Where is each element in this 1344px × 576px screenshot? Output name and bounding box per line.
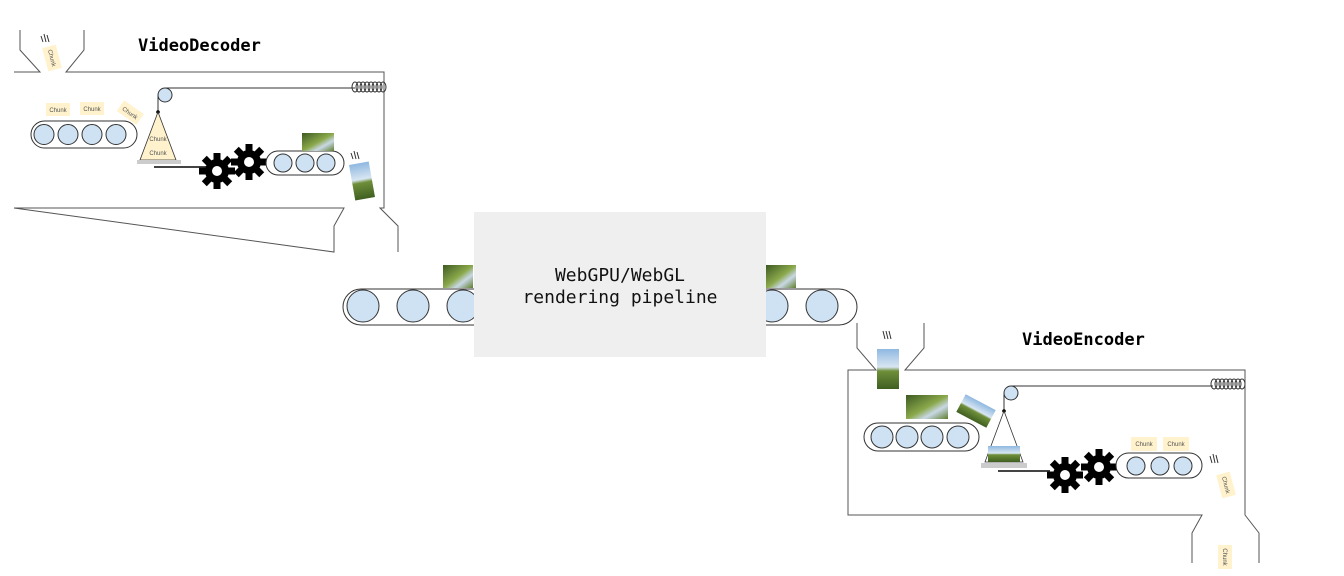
chunk-label: Chunk [149, 151, 167, 157]
chunk-label: Chunk [83, 107, 101, 113]
belt-roller [870, 425, 894, 449]
decoder-title: VideoDecoder [138, 36, 261, 56]
belt-roller [805, 289, 839, 323]
belt-roller [81, 124, 103, 145]
gear-icon [1047, 457, 1083, 493]
chunk-label: Chunk [1221, 548, 1227, 566]
belt-roller [946, 425, 970, 449]
gear-icon [1081, 449, 1117, 485]
chunk-label: Chunk [49, 108, 67, 114]
decoder-housing [13, 30, 399, 253]
falling-chunk-card: Chunk [1216, 471, 1236, 499]
belt-roller [1150, 456, 1170, 476]
video-frame-thumbnail [766, 265, 796, 288]
belt-roller [346, 289, 380, 323]
video-frame-thumbnail [302, 133, 334, 151]
belt-roller [396, 289, 430, 323]
motion-lines [882, 330, 892, 340]
belt-roller [105, 124, 127, 145]
output-chunk-card: Chunk [1218, 545, 1232, 569]
chunk-label: Chunk [149, 137, 167, 143]
video-encoder-machine: VideoEncoder [847, 323, 1260, 569]
belt-chunk-card: Chunk [80, 102, 104, 115]
belt-roller [57, 124, 79, 145]
belt-roller [1173, 456, 1193, 476]
video-frame-thumbnail [349, 161, 375, 201]
pipeline-label-line1: WebGPU/WebGL [555, 265, 685, 286]
belt-roller [1126, 456, 1146, 476]
chunk-label: Chunk [46, 49, 57, 68]
chunk-label: Chunk [1220, 476, 1231, 495]
video-frame-thumbnail [956, 394, 996, 428]
chunk-label: Chunk [1135, 442, 1153, 448]
belt-chunk-card: Chunk [46, 103, 70, 116]
belt-roller [316, 153, 336, 173]
video-frame-thumbnail [988, 446, 1020, 462]
pulley-wheel [157, 87, 173, 103]
belt-roller [33, 124, 55, 145]
video-frame-thumbnail [877, 349, 899, 389]
encoder-title: VideoEncoder [1022, 330, 1145, 350]
belt-roller [295, 153, 315, 173]
video-frame-thumbnail [443, 265, 473, 288]
belt-roller [273, 153, 293, 173]
belt-chunk-card: Chunk [1163, 437, 1189, 451]
encoder-housing [847, 323, 1260, 563]
belt-roller [920, 425, 944, 449]
pipeline-label-line2: rendering pipeline [522, 287, 717, 308]
video-decoder-machine: VideoDecoder Chunk Chunk Chunk Chunk [13, 30, 399, 253]
scale-platform [981, 463, 1027, 468]
pulley-wheel [1003, 385, 1019, 401]
belt-roller [895, 425, 919, 449]
chunk-label: Chunk [1167, 442, 1185, 448]
motion-lines [1209, 453, 1219, 464]
gear-icon [199, 153, 235, 189]
belt-chunk-card: Chunk [1131, 437, 1157, 451]
pulley-cable [1003, 385, 1213, 411]
pulley-cable [157, 87, 355, 112]
pipeline-box [474, 212, 766, 357]
motion-lines [350, 150, 360, 160]
gear-icon [231, 144, 267, 180]
motion-lines [40, 33, 50, 43]
scale-platform [137, 160, 181, 164]
video-frame-thumbnail [906, 395, 948, 419]
hopper-chunk-card: Chunk [42, 44, 62, 72]
rendering-pipeline-section: WebGPU/WebGL rendering pipeline [342, 212, 858, 357]
